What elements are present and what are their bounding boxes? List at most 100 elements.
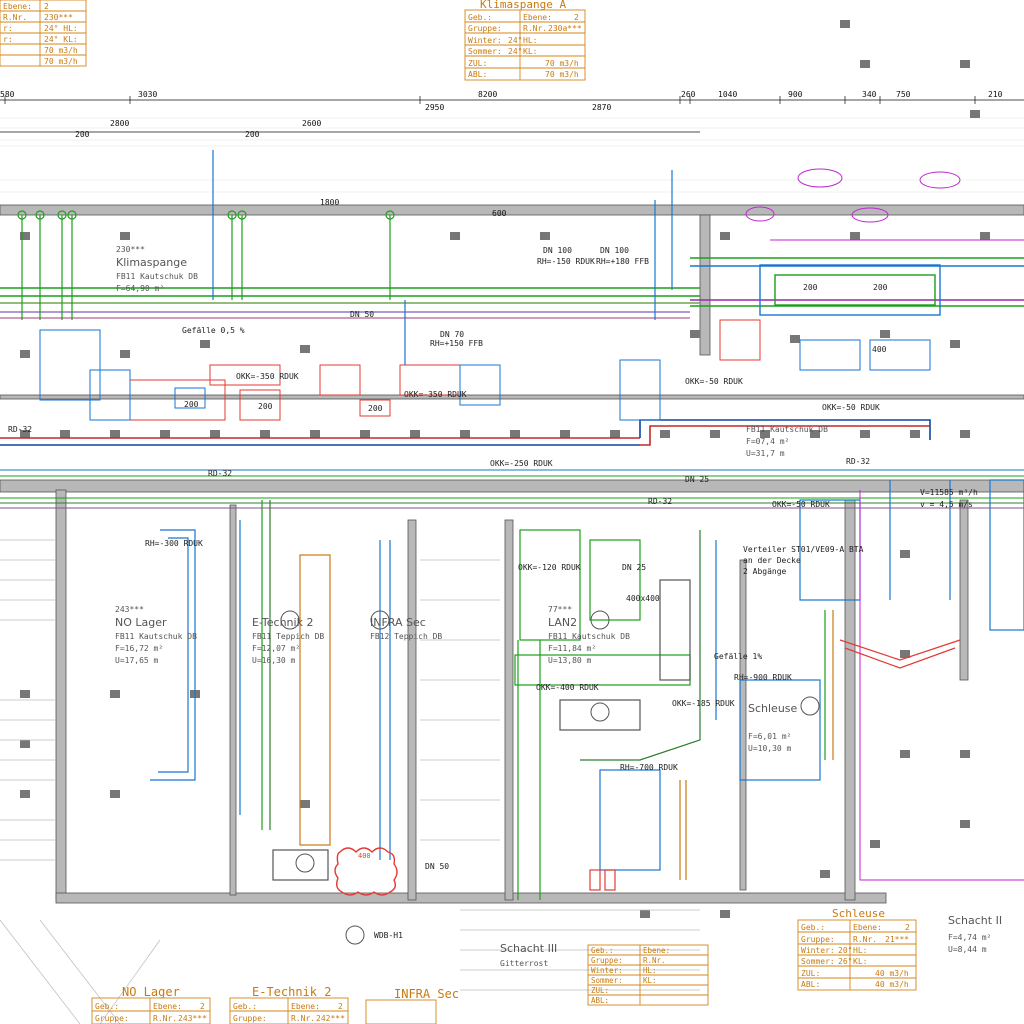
label-200-a: 200 (803, 283, 818, 292)
ttl-r3c1: 24° KL: (44, 35, 78, 44)
tbr-r2c0: Winter: (801, 946, 835, 955)
ttl-r2c0: r: (3, 24, 13, 33)
ttc-r2c0: Winter: (468, 36, 502, 45)
label-rh180ffb: RH=+180 FFB (596, 257, 649, 266)
dim-340: 340 (862, 90, 877, 99)
room-schacht3-floor: Gitterrost (500, 959, 548, 968)
red-fittings (0, 507, 1024, 891)
label-dn25-b: DN 25 (622, 563, 646, 572)
label-okk350-b: OKK=-350 RDUK (404, 390, 467, 399)
ttc-r3c1: 24° (508, 47, 522, 56)
e-technik-title: E-Technik 2 (252, 985, 331, 999)
label-rd32-a: RD-32 (8, 425, 32, 434)
room-infrasec-name: INFRA Sec (370, 616, 426, 629)
ttc-r1c1: R.Nr. (523, 24, 547, 33)
room-schacht2-perim: U=8,44 m (948, 945, 987, 954)
lower-ducts (150, 479, 1024, 900)
ttc-r5c0: ABL: (468, 70, 487, 79)
label-okk185: OKK=-185 RDUK (672, 699, 735, 708)
room-corridor-perim: U=31,7 m (746, 449, 785, 458)
table-top-center (464, 9, 586, 81)
ttl-r3c0: r: (3, 35, 13, 44)
room-corridor-floor: FB11 Kautschuk DB (746, 425, 828, 434)
dim-2870: 2870 (592, 103, 611, 112)
room-nolager-perim: U=17,65 m (115, 656, 159, 665)
label-okk250: OKK=-250 RDUK (490, 459, 553, 468)
label-okk50-a: OKK=-50 RDUK (685, 377, 743, 386)
label-400-a: 400 (872, 345, 887, 354)
ttc-r4c2: 70 m3/h (545, 59, 579, 68)
label-2-abgaenge: 2 Abgänge (743, 567, 787, 576)
table-top-left (0, 0, 87, 67)
tbr-r1c2: 21*** (885, 935, 909, 944)
tbr-r3c1: 26° (838, 957, 852, 966)
dim-3030: 3030 (138, 90, 157, 99)
label-200-c: 200 (184, 400, 199, 409)
ttl-r0c1: 2 (44, 2, 49, 11)
label-rh700: RH=-700 RDUK (620, 763, 678, 772)
ttc-r2c1: 24° (508, 36, 522, 45)
tbm-r2c0: Winter: (591, 966, 623, 975)
dim-1800: 1800 (320, 198, 339, 207)
tbm-r0c1: Ebene: (643, 946, 670, 955)
ttc-r0c2: 2 (574, 13, 579, 22)
label-gefaelle-a: Gefälle 0,5 % (182, 326, 245, 335)
dimension-lines (0, 96, 1024, 133)
e-technik-geb: Geb.: (233, 1002, 257, 1011)
label-rd32-c: RD-32 (648, 497, 672, 506)
table-bottom-right-text: Schleuse Geb.: Ebene: 2 Gruppe: R.Nr. 21… (801, 907, 910, 989)
room-lan2-perim: U=13,80 m (548, 656, 592, 665)
label-dn50-b: DN 50 (425, 862, 449, 871)
tbm-r1c1: R.Nr. (643, 956, 666, 965)
no-lager-title: NO Lager (122, 985, 180, 999)
label-rh150rduk: RH=-150 RDUK (537, 257, 595, 266)
no-lager-ebene-val: 2 (200, 1002, 205, 1011)
label-200-e: 200 (368, 404, 383, 413)
tbm-r4c0: ZUL: (591, 986, 609, 995)
dim-580: 580 (0, 90, 15, 99)
ttl-r5c1: 70 m3/h (44, 57, 78, 66)
air-units (280, 610, 820, 945)
label-rh900: RH=-900 RDUK (734, 673, 792, 682)
ttc-r2c2: HL: (523, 36, 537, 45)
building-walls (0, 204, 1024, 904)
ttl-r1c1: 230*** (44, 13, 73, 22)
room-schleuse-name: Schleuse (748, 702, 798, 715)
ttc-r3c0: Sommer: (468, 47, 502, 56)
table-bottom-mid (587, 944, 709, 1006)
table-bottom-right (797, 919, 917, 991)
room-nolager-name: NO Lager (115, 616, 167, 629)
label-200-b: 200 (873, 283, 888, 292)
label-rd32-d: RD-32 (846, 457, 870, 466)
label-rh300-a: RH=-300 RDUK (145, 539, 203, 548)
room-etechnik-name: E-Technik 2 (252, 616, 313, 629)
e-technik-rnr: R.Nr. (291, 1014, 315, 1023)
dim-900: 900 (788, 90, 803, 99)
tbr-r2c2: HL: (853, 946, 867, 955)
ttl-r2c1: 24° HL: (44, 24, 78, 33)
no-lager-geb: Geb.: (95, 1002, 119, 1011)
tbr-r5c0: ABL: (801, 980, 820, 989)
column-markers (20, 20, 990, 918)
label-an-der-decke: an der Decke (743, 556, 801, 565)
infra-sec-title: INFRA Sec (394, 987, 459, 1001)
dim-210: 210 (988, 90, 1003, 99)
label-dn70-a: DN 70 (440, 330, 464, 339)
no-lager-gruppe: Gruppe: (95, 1014, 129, 1023)
room-etechnik-floor: FB11 Teppich DB (252, 632, 324, 641)
ttc-r0c1: Ebene: (523, 13, 552, 22)
schleuse-table-title: Schleuse (832, 907, 885, 920)
e-technik-gruppe: Gruppe: (233, 1014, 267, 1023)
label-f241: WDB-H1 (374, 931, 403, 940)
label-rd32-b: RD-32 (208, 469, 232, 478)
tbr-r1c1: R.Nr. (853, 935, 877, 944)
ttc-r3c2: KL: (523, 47, 537, 56)
room-lan2-floor: FB11 Kautschuk DB (548, 632, 630, 641)
ttl-r0c0: Ebene: (3, 2, 32, 11)
room-lan2-number: 77*** (548, 605, 572, 614)
table-bottom-titles (91, 997, 437, 1024)
label-okk50-c: OKK=-50 RDUK (772, 500, 830, 509)
bottom-titles-text: NO Lager Geb.: Ebene: 2 Gruppe: R.Nr. 24… (95, 985, 459, 1023)
